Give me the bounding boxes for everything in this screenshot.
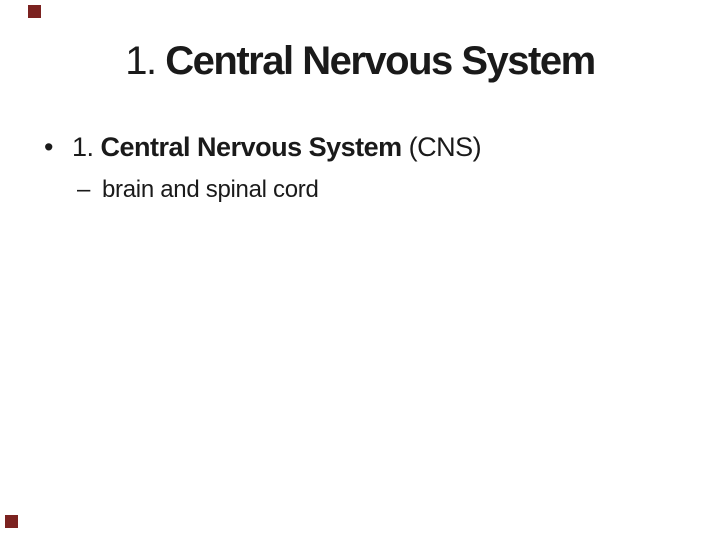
sub-bullet-dash-icon: –	[77, 176, 91, 203]
slide-title-number: 1.	[125, 39, 166, 83]
corner-accent-square-top	[28, 5, 41, 18]
bullet-suffix-text: (CNS)	[401, 132, 482, 162]
sub-bullet-text: brain and spinal cord	[102, 176, 319, 203]
bullet-marker-icon: •	[44, 132, 53, 162]
slide-title-text: Central Nervous System	[165, 39, 596, 83]
slide-title: 1. Central Nervous System	[0, 38, 720, 84]
bullet-emphasis-text: Central Nervous System	[100, 132, 403, 162]
bullet-item-cns-text: 1. Central Nervous System (CNS)	[72, 131, 482, 163]
corner-accent-square-bottom	[5, 515, 18, 528]
bullet-number: 1.	[72, 132, 101, 162]
